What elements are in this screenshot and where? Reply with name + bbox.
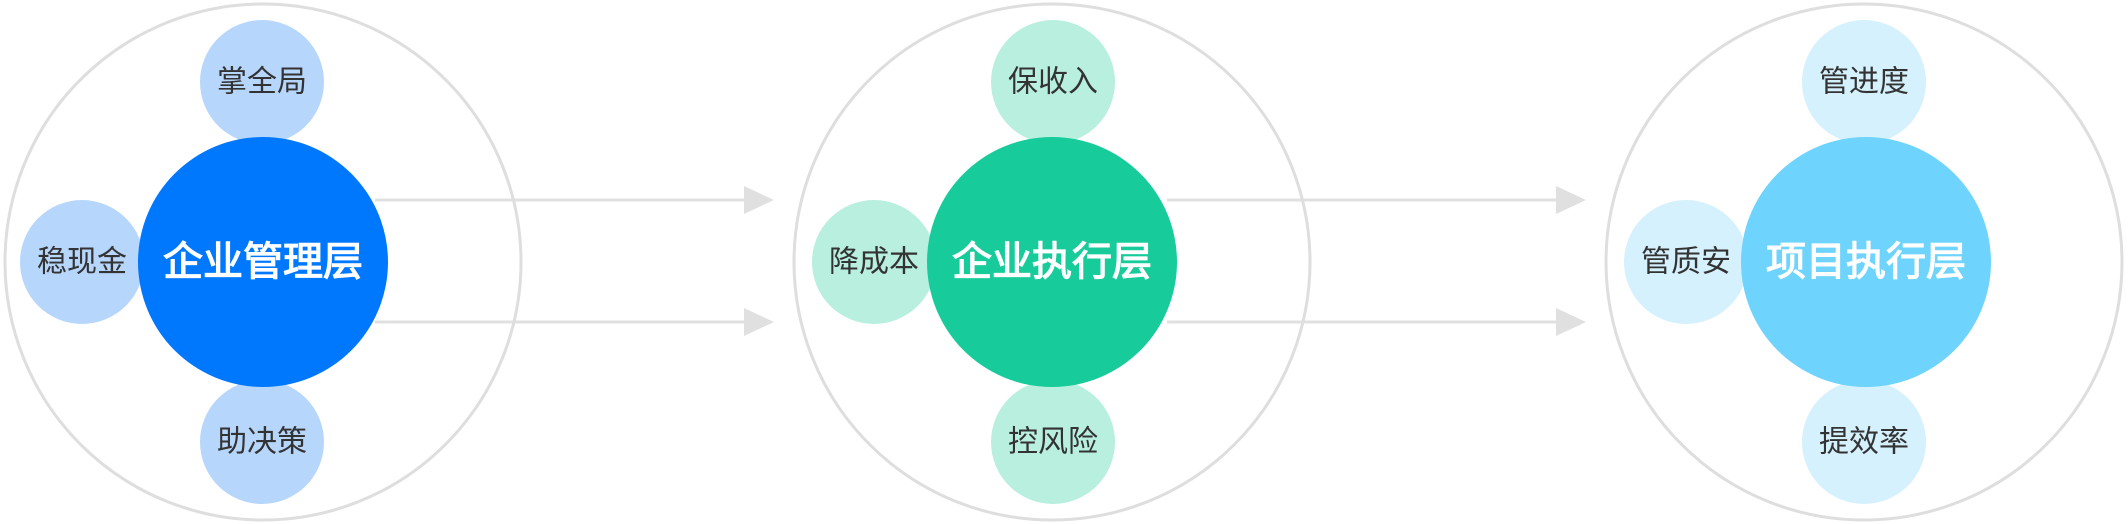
satellite-project-left [1624,200,1748,324]
satellite-management-left-label: 稳现金 [37,245,127,280]
arrow-1-to-2-lower-head [744,308,774,336]
arrow-2-to-3-upper-head [1556,186,1586,214]
satellite-enterprise-left [812,200,936,324]
layer-project-execution: 项目执行层 管进度 管质安 提效率 [1604,2,2124,522]
satellite-project-top-label: 管进度 [1819,65,1909,100]
satellite-project-bottom-label: 提效率 [1819,425,1909,460]
satellite-enterprise-top-label: 保收入 [1008,65,1098,100]
layer-management: 企业管理层 掌全局 稳现金 助决策 [3,2,523,522]
arrow-1-to-2-upper-head [744,186,774,214]
layer-project-execution-core [1741,137,1991,387]
satellite-project-bottom [1802,380,1926,504]
layer-enterprise-execution-core [927,137,1177,387]
layer-management-core [138,137,388,387]
satellite-project-left-label: 管质安 [1641,245,1731,280]
satellite-management-bottom [200,380,324,504]
satellite-enterprise-top [991,20,1115,144]
satellite-project-top [1802,20,1926,144]
layer-enterprise-execution: 企业执行层 保收入 降成本 控风险 [792,2,1312,522]
satellite-management-bottom-label: 助决策 [217,425,307,460]
layer-enterprise-execution-ring [792,2,1312,522]
arrows-1-to-2 [375,186,774,336]
satellite-management-left [20,200,144,324]
satellite-management-top [200,20,324,144]
layer-management-ring [3,2,523,522]
layer-project-execution-ring [1604,2,2124,522]
satellite-enterprise-bottom [991,380,1115,504]
layer-management-title: 企业管理层 [163,239,363,285]
layer-project-execution-title: 项目执行层 [1766,239,1966,285]
layer-enterprise-execution-title: 企业执行层 [952,239,1152,285]
arrows-2-to-3 [1167,186,1586,336]
satellite-enterprise-left-label: 降成本 [829,245,919,280]
satellite-management-top-label: 掌全局 [217,65,307,100]
arrow-2-to-3-lower-head [1556,308,1586,336]
satellite-enterprise-bottom-label: 控风险 [1008,425,1098,460]
